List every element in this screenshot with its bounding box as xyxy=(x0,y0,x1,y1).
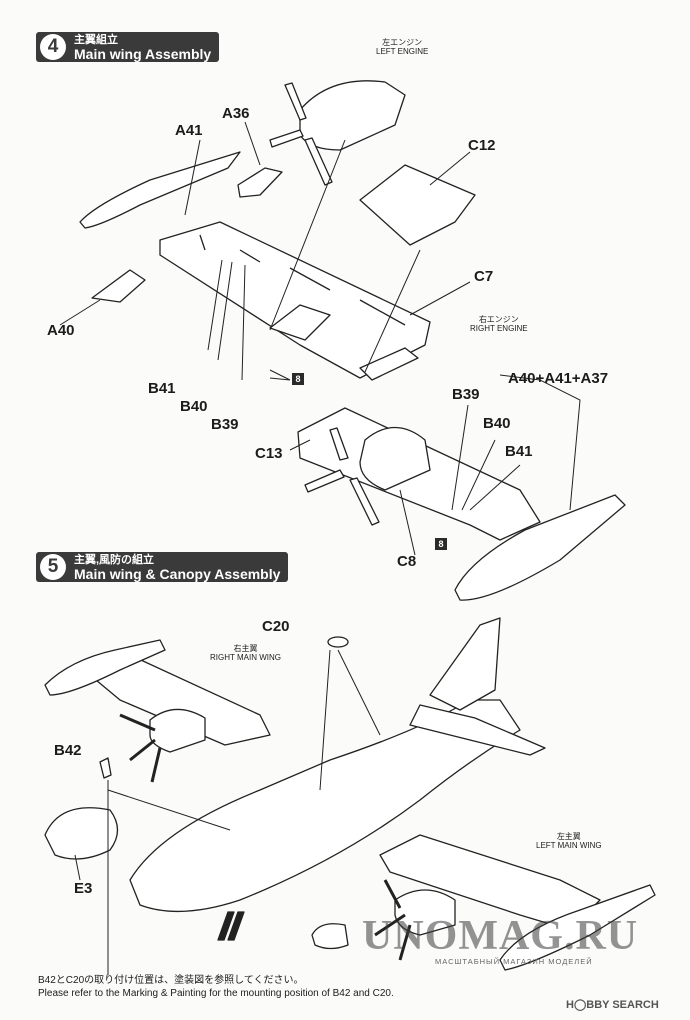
c7-part xyxy=(269,304,331,341)
combo-tank-part xyxy=(454,494,626,601)
watermark-logo: UNOMAG.RU xyxy=(362,913,639,959)
step4-title-en: Main wing Assembly xyxy=(74,46,212,62)
canopy-e3-part xyxy=(44,807,119,860)
step4-header: 4 主翼組立 Main wing Assembly xyxy=(36,32,220,62)
hobby-search-logo: H◯BBY SEARCH xyxy=(566,999,659,1011)
label-b41-right: B41 xyxy=(505,443,533,460)
fuselage-part xyxy=(129,699,521,913)
step5-header: 5 主翼,風防の組立 Main wing & Canopy Assembly xyxy=(36,552,289,582)
a40-part xyxy=(91,269,146,303)
label-b41: B41 xyxy=(148,380,176,397)
a41-tank-part xyxy=(79,151,241,229)
c12-part xyxy=(359,164,476,246)
step5-title-jp: 主翼,風防の組立 xyxy=(74,554,155,566)
watermark-subtitle: МАСШТАБНЫЙ МАГАЗИН МОДЕЛЕЙ xyxy=(435,957,593,966)
label-c12: C12 xyxy=(468,137,496,154)
label-a40-a41-a37: A40+A41+A37 xyxy=(508,370,609,387)
step5-number: 5 xyxy=(40,554,66,580)
label-c8: C8 xyxy=(397,553,417,570)
label-c13: C13 xyxy=(255,445,283,462)
ref-step-8: 8 xyxy=(292,373,304,385)
label-c20: C20 xyxy=(262,618,290,635)
label-a40: A40 xyxy=(47,322,75,339)
c20-part xyxy=(327,636,349,648)
vertical-tail-part xyxy=(429,617,501,711)
mounting-note-jp: B42とC20の取り付け位置は、塗装図を参照してください。 xyxy=(38,975,304,986)
ref-step-8-right: 8 xyxy=(435,538,447,550)
b42-part xyxy=(99,757,112,779)
label-b39-right: B39 xyxy=(452,386,480,403)
step5-title-en: Main wing & Canopy Assembly xyxy=(74,566,281,582)
label-a41: A41 xyxy=(175,122,203,139)
step4-title-jp: 主翼組立 xyxy=(74,34,118,46)
label-c7: C7 xyxy=(474,268,494,285)
label-a36: A36 xyxy=(222,105,250,122)
mounting-note-en: Please refer to the Marking & Painting f… xyxy=(38,988,394,999)
label-b39: B39 xyxy=(211,416,239,433)
left-engine-part xyxy=(299,80,406,151)
mounting-note: B42とC20の取り付け位置は、塗装図を参照してください。 Please ref… xyxy=(38,974,394,1000)
label-b40: B40 xyxy=(180,398,208,415)
label-b40-right: B40 xyxy=(483,415,511,432)
right-engine-part xyxy=(359,427,431,491)
a36-part xyxy=(237,167,283,198)
label-e3: E3 xyxy=(74,880,93,897)
label-b42: B42 xyxy=(54,742,82,759)
step4-number: 4 xyxy=(40,34,66,60)
